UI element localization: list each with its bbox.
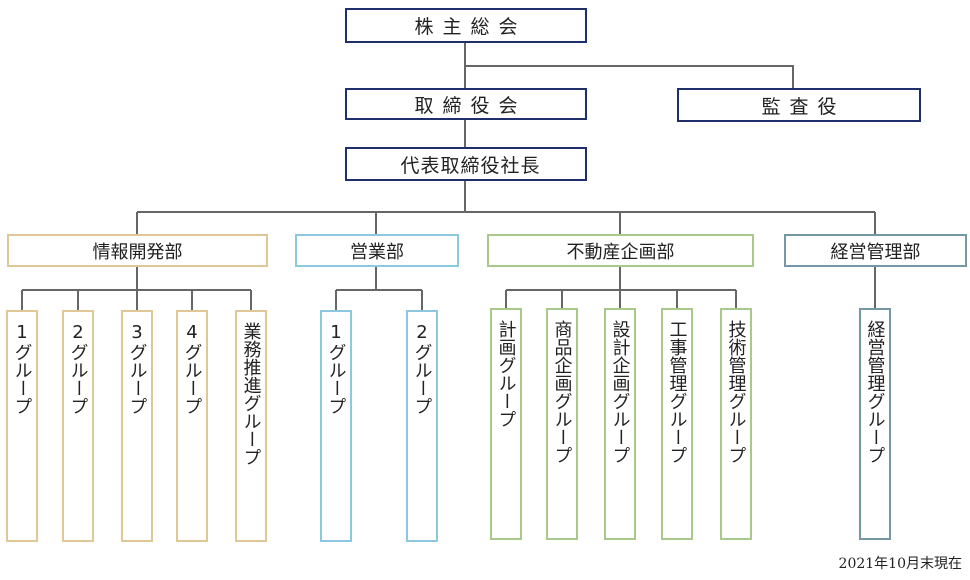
auditor-box: 監査役 <box>677 88 921 122</box>
dept-mgmt-box: 経営管理部 <box>784 234 967 267</box>
info-group-business: 業務推進グループ <box>235 310 267 542</box>
estate-group-product: 商品企画グループ <box>546 308 578 540</box>
sales-group-2: 2グループ <box>406 310 438 542</box>
president-box: 代表取締役社長 <box>345 147 587 181</box>
as-of-date: 2021年10月末現在 <box>838 556 962 572</box>
info-group-4: 4グループ <box>176 310 208 542</box>
dept-sales-box: 営業部 <box>295 234 459 267</box>
board-label: 取締役会 <box>414 94 527 117</box>
group-label: 商品企画グループ <box>551 320 573 464</box>
info-group-1: 1グループ <box>6 310 38 542</box>
dept-sales-label: 営業部 <box>350 241 404 263</box>
info-group-3: 3グループ <box>121 310 153 542</box>
group-label: 1グループ <box>325 322 347 415</box>
group-label: 1グループ <box>11 322 33 415</box>
dept-info-label: 情報開発部 <box>92 241 183 263</box>
sales-group-1: 1グループ <box>320 310 352 542</box>
group-label: 2グループ <box>411 322 433 415</box>
dept-mgmt-label: 経営管理部 <box>830 241 921 263</box>
dept-info-box: 情報開発部 <box>7 234 268 267</box>
mgmt-group: 経営管理グループ <box>859 308 891 540</box>
president-label: 代表取締役社長 <box>400 154 541 177</box>
group-label: 設計企画グループ <box>609 320 631 464</box>
group-label: 経営管理グループ <box>864 320 886 464</box>
shareholders-meeting-label: 株主総会 <box>414 16 527 38</box>
group-label: 4グループ <box>181 322 203 415</box>
shareholders-meeting-box: 株主総会 <box>345 8 587 43</box>
group-label: 技術管理グループ <box>725 320 747 464</box>
group-label: 業務推進グループ <box>240 322 262 466</box>
board-box: 取締役会 <box>345 88 587 120</box>
info-group-2: 2グループ <box>62 310 94 542</box>
auditor-label: 監査役 <box>761 95 846 118</box>
group-label: 2グループ <box>67 322 89 415</box>
dept-estate-box: 不動産企画部 <box>487 234 754 267</box>
estate-group-technical: 技術管理グループ <box>720 308 752 540</box>
connector <box>465 65 794 88</box>
estate-group-plan: 計画グループ <box>490 308 522 540</box>
dept-estate-label: 不動産企画部 <box>566 241 675 263</box>
estate-group-construction: 工事管理グループ <box>661 308 693 540</box>
group-label: 3グループ <box>126 322 148 415</box>
group-label: 工事管理グループ <box>666 320 688 464</box>
group-label: 計画グループ <box>495 320 517 428</box>
estate-group-design: 設計企画グループ <box>604 308 636 540</box>
